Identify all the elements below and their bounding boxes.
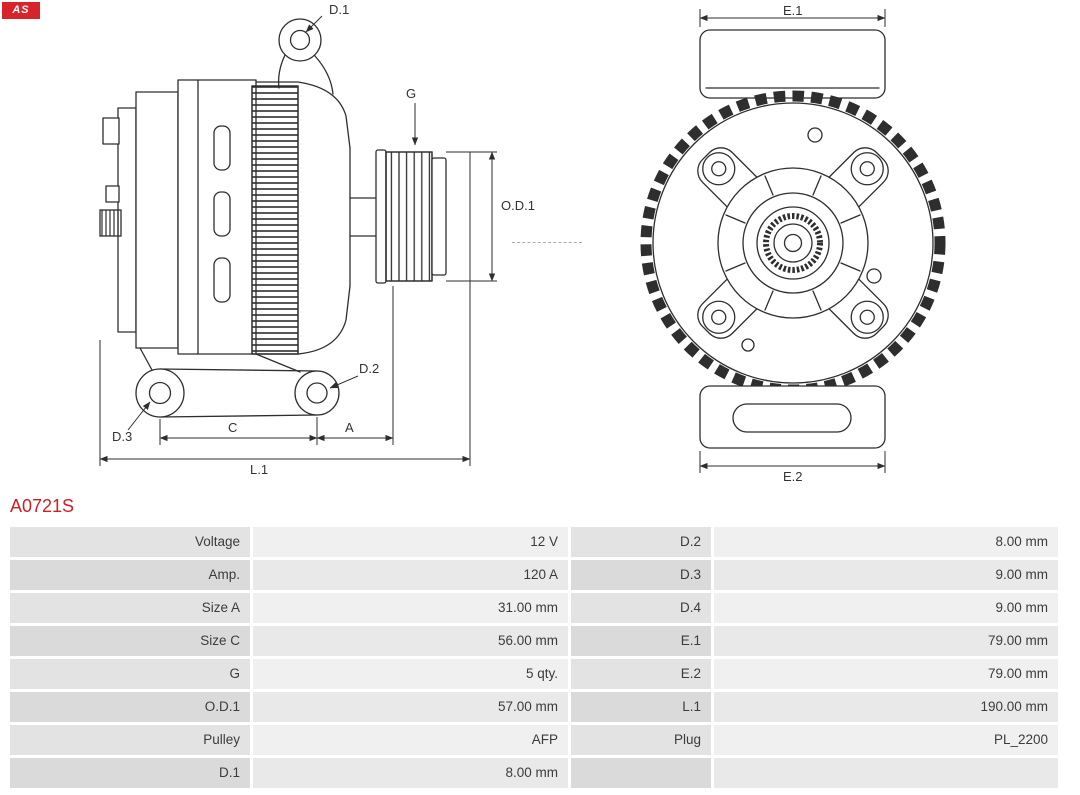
spec-value: 5 qty. <box>253 659 568 689</box>
dim-label-g: G <box>406 86 417 101</box>
spec-value: 8.00 mm <box>253 758 568 788</box>
spec-label: Pulley <box>10 725 250 755</box>
spec-value: 56.00 mm <box>253 626 568 656</box>
dim-label-e1: E.1 <box>783 3 803 18</box>
spec-label: O.D.1 <box>10 692 250 722</box>
dim-label-e2: E.2 <box>783 469 803 484</box>
spec-value: 79.00 mm <box>714 659 1058 689</box>
spec-value: PL_2200 <box>714 725 1058 755</box>
spec-value: 9.00 mm <box>714 560 1058 590</box>
table-row: Voltage 12 V D.2 8.00 mm <box>10 527 1058 557</box>
dim-label-d2: D.2 <box>359 361 380 376</box>
spec-label: L.1 <box>571 692 711 722</box>
spec-value <box>714 758 1058 788</box>
alternator-side-view-drawing <box>99 15 497 466</box>
spec-label: Plug <box>571 725 711 755</box>
dim-label-d1: D.1 <box>329 2 350 17</box>
table-row: D.1 8.00 mm <box>10 758 1058 788</box>
technical-diagram: D.1 G O.D.1 D.2 D.3 C A L.1 E.1 E.2 <box>99 2 946 484</box>
spec-label: D.4 <box>571 593 711 623</box>
spec-label: E.2 <box>571 659 711 689</box>
spec-label: Amp. <box>10 560 250 590</box>
part-number: A0721S <box>10 496 75 516</box>
spec-label: G <box>10 659 250 689</box>
spec-value: 57.00 mm <box>253 692 568 722</box>
spec-value: 190.00 mm <box>714 692 1058 722</box>
spec-value: 31.00 mm <box>253 593 568 623</box>
spec-label: D.1 <box>10 758 250 788</box>
spec-label: Size A <box>10 593 250 623</box>
spec-label: Size C <box>10 626 250 656</box>
spec-label: E.1 <box>571 626 711 656</box>
spec-label: D.2 <box>571 527 711 557</box>
spec-value: AFP <box>253 725 568 755</box>
spec-value: 9.00 mm <box>714 593 1058 623</box>
table-row: Size A 31.00 mm D.4 9.00 mm <box>10 593 1058 623</box>
dim-label-c: C <box>228 420 238 435</box>
dim-label-od1: O.D.1 <box>501 198 535 213</box>
table-row: Size C 56.00 mm E.1 79.00 mm <box>10 626 1058 656</box>
spec-label: Voltage <box>10 527 250 557</box>
table-row: Pulley AFP Plug PL_2200 <box>10 725 1058 755</box>
alternator-front-view-drawing <box>640 9 946 473</box>
spec-value: 120 A <box>253 560 568 590</box>
dim-label-d3: D.3 <box>112 429 133 444</box>
centerline <box>512 242 582 243</box>
spec-label: D.3 <box>571 560 711 590</box>
table-row: G 5 qty. E.2 79.00 mm <box>10 659 1058 689</box>
dim-label-l1: L.1 <box>250 462 269 477</box>
spec-value: 79.00 mm <box>714 626 1058 656</box>
spec-value: 8.00 mm <box>714 527 1058 557</box>
spec-value: 12 V <box>253 527 568 557</box>
spec-label <box>571 758 711 788</box>
table-row: Amp. 120 A D.3 9.00 mm <box>10 560 1058 590</box>
table-row: O.D.1 57.00 mm L.1 190.00 mm <box>10 692 1058 722</box>
dim-label-a: A <box>345 420 354 435</box>
as-logo: AS <box>2 2 40 19</box>
spec-table: Voltage 12 V D.2 8.00 mm Amp. 120 A D.3 … <box>10 527 1058 791</box>
